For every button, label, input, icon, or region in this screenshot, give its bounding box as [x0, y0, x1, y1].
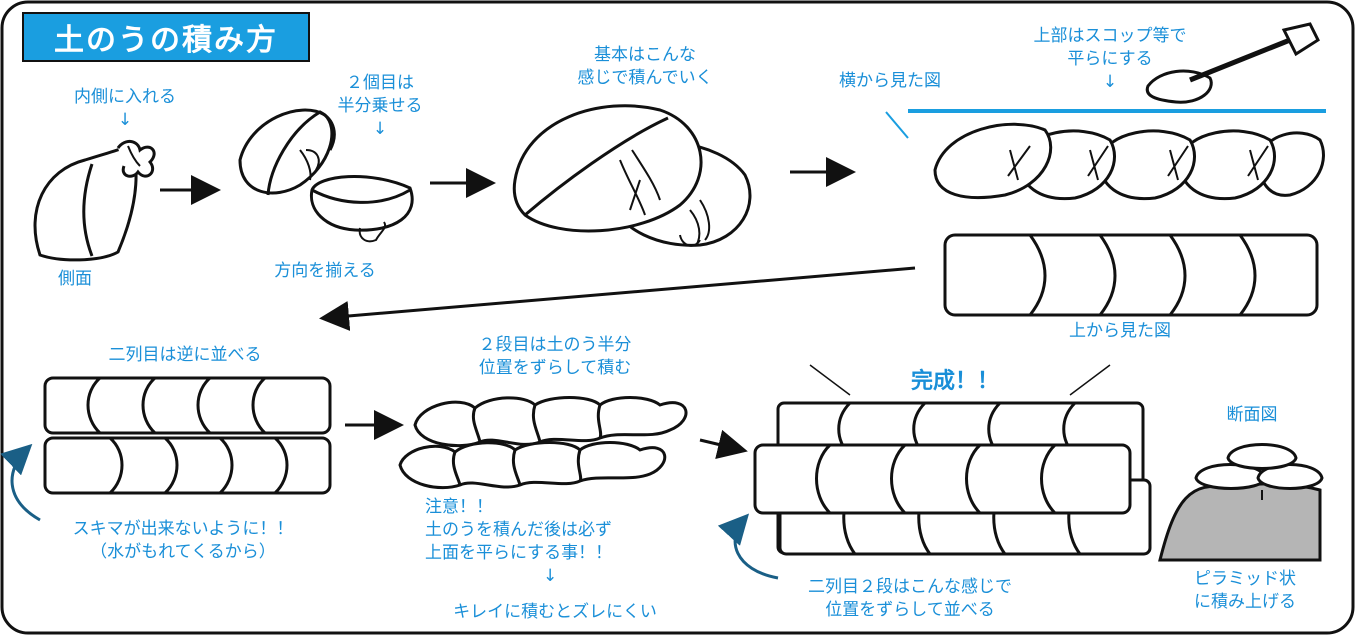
- label-top-view: 上から見た図: [1069, 321, 1171, 341]
- label-basic: 基本はこんな 感じで積んでいく: [545, 44, 745, 90]
- label-cross-section: 断面図: [1226, 405, 1278, 425]
- label-note-line3: 上面を平らにする事！！: [425, 543, 613, 563]
- sandbag-row-top-illustration: [943, 233, 1319, 317]
- second-tier-illustration: [398, 396, 688, 490]
- arrow-step6: [699, 429, 748, 460]
- two-rows-top-illustration: [43, 376, 332, 495]
- sandbag-basic-stack-illustration: [512, 104, 752, 247]
- down-arrow-note: ↓: [543, 566, 558, 586]
- label-final-offset: 二列目２段はこんな感じで 位置をずらして並べる: [775, 576, 1045, 622]
- label-tip: キレイに積むとズレにくい: [453, 602, 657, 622]
- label-top-flat: 上部はスコップ等で 平らにする ↓: [1000, 25, 1220, 94]
- label-final-line1: 二列目２段はこんな感じで: [808, 577, 1012, 597]
- down-arrow-inside: ↓: [117, 110, 133, 130]
- label-second-tier-line2: 位置をずらして積む: [478, 358, 632, 378]
- label-inside: 内側に入れる ↓: [55, 86, 195, 132]
- label-top-flat-line1: 上部はスコップ等で: [1033, 26, 1187, 46]
- label-second-bag-line2: 半分乗せる: [337, 96, 423, 116]
- shovel-icon: [1145, 22, 1320, 104]
- label-note-line1: 注意！！: [425, 497, 493, 517]
- label-pyramid-line2: に積み上げる: [1194, 592, 1296, 612]
- label-final-line2: 位置をずらして並べる: [825, 600, 995, 620]
- label-top-flat-line2: 平らにする: [1067, 49, 1153, 69]
- label-second-tier: ２段目は土のう半分 位置をずらして積む: [445, 334, 665, 380]
- label-second-row: 二列目は逆に並べる: [108, 345, 262, 365]
- page-title: 土のうの積み方: [54, 23, 278, 58]
- side-view-pointer: [885, 111, 909, 139]
- label-second-tier-line1: ２段目は土のう半分: [478, 335, 632, 355]
- label-basic-line2: 感じで積んでいく: [577, 68, 713, 88]
- label-second-bag: ２個目は 半分乗せる ↓: [300, 72, 460, 141]
- label-second-bag-line1: ２個目は: [346, 73, 414, 93]
- label-basic-line1: 基本はこんな: [594, 45, 696, 65]
- final-curve-arrow: [717, 513, 779, 580]
- title-banner: 土のうの積み方: [22, 12, 310, 62]
- label-align: 方向を揃える: [274, 261, 376, 281]
- down-arrow-second: ↓: [372, 119, 388, 139]
- label-gap-line1: スキマが出来ないように！！: [72, 519, 294, 539]
- label-gap-warning: スキマが出来ないように！！ （水がもれてくるから）: [38, 518, 328, 564]
- flow-arrows: [160, 157, 916, 460]
- sandbag-side-illustration: [33, 140, 156, 262]
- label-note: 注意！！ 土のうを積んだ後は必ず 上面を平らにする事！！ ↓: [425, 496, 685, 588]
- label-pyramid-line1: ピラミッド状: [1194, 569, 1296, 589]
- arrow-return: [319, 266, 916, 331]
- label-complete: 完成！！: [910, 369, 999, 394]
- sandbag-half-stack-illustration: [238, 108, 414, 243]
- label-gap-line2: （水がもれてくるから）: [90, 542, 276, 562]
- gap-curve-arrow: [0, 443, 41, 522]
- label-inside-text: 内側に入れる: [74, 87, 176, 107]
- finished-wall-illustration: [753, 364, 1152, 556]
- cross-section-illustration: [1158, 443, 1324, 562]
- sandbag-row-side-illustration: [933, 122, 1325, 201]
- label-note-line2: 土のうを積んだ後は必ず: [425, 520, 612, 540]
- label-side: 側面: [58, 269, 92, 289]
- label-pyramid: ピラミッド状 に積み上げる: [1175, 568, 1315, 614]
- down-arrow-top: ↓: [1102, 72, 1118, 92]
- label-side-view: 横から見た図: [839, 71, 941, 91]
